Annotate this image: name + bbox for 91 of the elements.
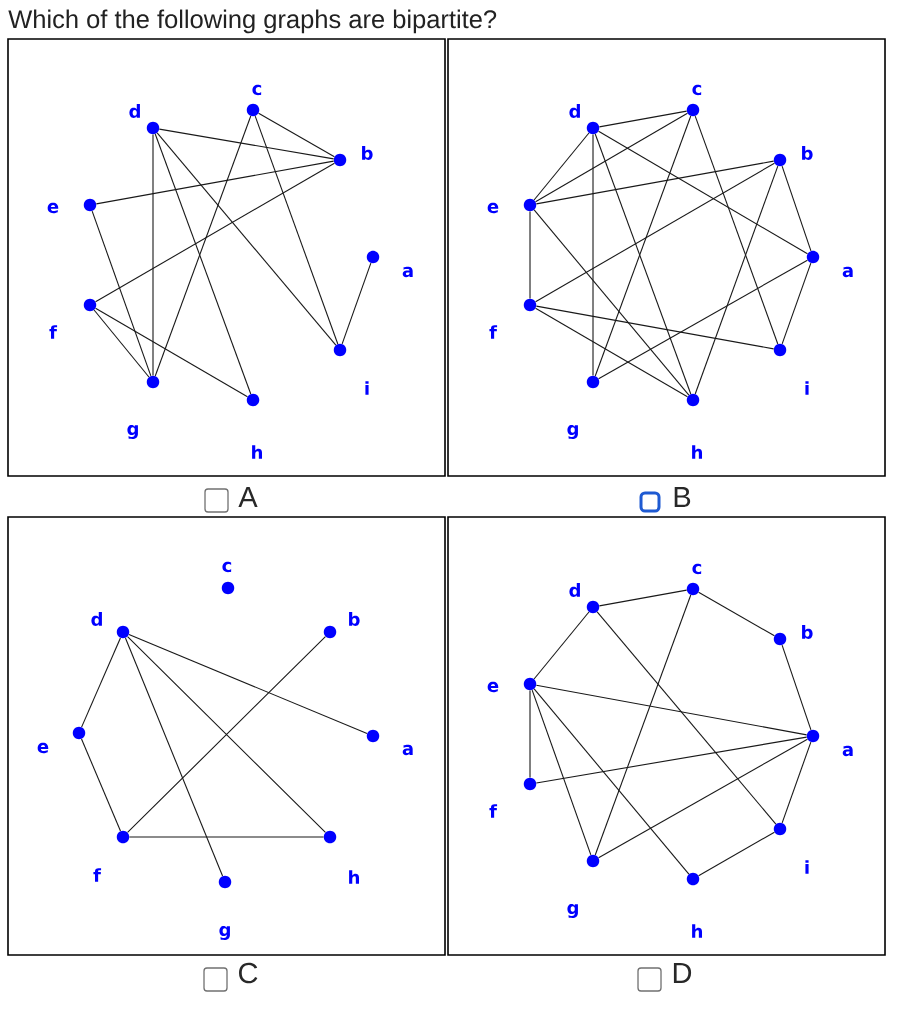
vertex-label: f [489, 325, 498, 339]
vertex-label: b [349, 612, 360, 626]
vertex-label: d [129, 104, 140, 118]
vertex-label: e [37, 742, 49, 754]
vertex-label: i [805, 860, 809, 874]
edge-line [698, 591, 775, 637]
vertex-label: c [692, 84, 702, 96]
edge-line [95, 160, 335, 205]
graph-panel [447, 516, 886, 956]
edge-line [781, 165, 812, 252]
edge-line [533, 688, 690, 875]
vertex-label: b [802, 146, 813, 160]
edge-line [529, 210, 531, 300]
edge-line [533, 209, 690, 396]
graph-panel [7, 516, 446, 956]
vertex-label: g [219, 926, 230, 940]
vertex-label: h [252, 445, 262, 459]
edge-line [781, 644, 812, 731]
vertex-label: c [222, 561, 232, 573]
edge-line [533, 611, 590, 680]
edge-line [592, 133, 594, 377]
edge-line [781, 741, 812, 824]
edge-line [95, 307, 248, 398]
vertex-label: c [692, 563, 702, 575]
edge-line [531, 689, 592, 856]
edge-line [128, 836, 325, 838]
edge-line [535, 305, 775, 350]
edge-line [127, 636, 326, 833]
vertex-label: b [362, 146, 373, 160]
edge-line [341, 262, 372, 345]
edge-line [535, 684, 808, 736]
vertex-label: h [349, 870, 359, 884]
option-label: C [239, 962, 258, 984]
edge-line [598, 110, 688, 128]
edge-line [128, 633, 368, 735]
edge-line [598, 738, 808, 859]
edge-line [535, 160, 775, 205]
edge-line [258, 112, 335, 158]
edge-line [93, 309, 150, 378]
vertex-label: h [692, 924, 702, 938]
vertex-label: f [489, 804, 498, 818]
vertex-label: a [842, 745, 853, 757]
edge-line [535, 162, 775, 303]
edge-line [598, 259, 808, 380]
option-label: A [238, 487, 258, 507]
vertex-label: i [805, 381, 809, 395]
option-label: D [673, 963, 692, 983]
vertex-label: g [567, 904, 578, 918]
vertex-label: c [252, 84, 262, 96]
vertex-label: a [402, 266, 413, 278]
edge-line [598, 589, 688, 607]
edge-line [535, 307, 688, 398]
vertex-label: d [569, 583, 580, 597]
edge-line [152, 133, 154, 377]
vertex-label: d [569, 104, 580, 118]
edge-line [254, 115, 339, 345]
vertex-label: i [365, 381, 369, 395]
edge-line [95, 162, 335, 303]
edge-line [535, 112, 688, 203]
edge-line [694, 165, 779, 395]
vertex-label: g [127, 425, 138, 439]
edge-line [694, 115, 779, 345]
edge-line [598, 130, 808, 255]
edge-line [80, 738, 122, 832]
vertex-label: g [567, 425, 578, 439]
graph-panel [447, 38, 886, 477]
question-text: Which of the following graphs are bipartite? [8, 9, 497, 34]
edge-line [158, 128, 335, 160]
vertex-label: h [692, 445, 702, 459]
edge-line [596, 611, 777, 825]
vertex-label: d [91, 612, 102, 626]
vertex-label: b [802, 625, 813, 639]
edge-line [124, 637, 224, 877]
edge-line [91, 210, 152, 377]
edge-line [529, 689, 531, 779]
edge-line [533, 132, 590, 201]
edge-line [594, 594, 692, 856]
vertex-label: e [487, 202, 499, 214]
edge-line [81, 637, 121, 728]
vertex-label: a [402, 744, 413, 756]
vertex-label: a [842, 266, 853, 278]
vertex-label: e [487, 681, 499, 693]
edge-line [156, 132, 337, 346]
vertex-label: f [49, 325, 58, 339]
vertex-label: f [93, 868, 102, 882]
option-label: B [674, 487, 691, 507]
vertex-label: e [47, 202, 59, 214]
graph-panel [7, 38, 446, 477]
edge-line [535, 736, 808, 784]
edge-line [698, 831, 775, 877]
edge-line [781, 262, 812, 345]
